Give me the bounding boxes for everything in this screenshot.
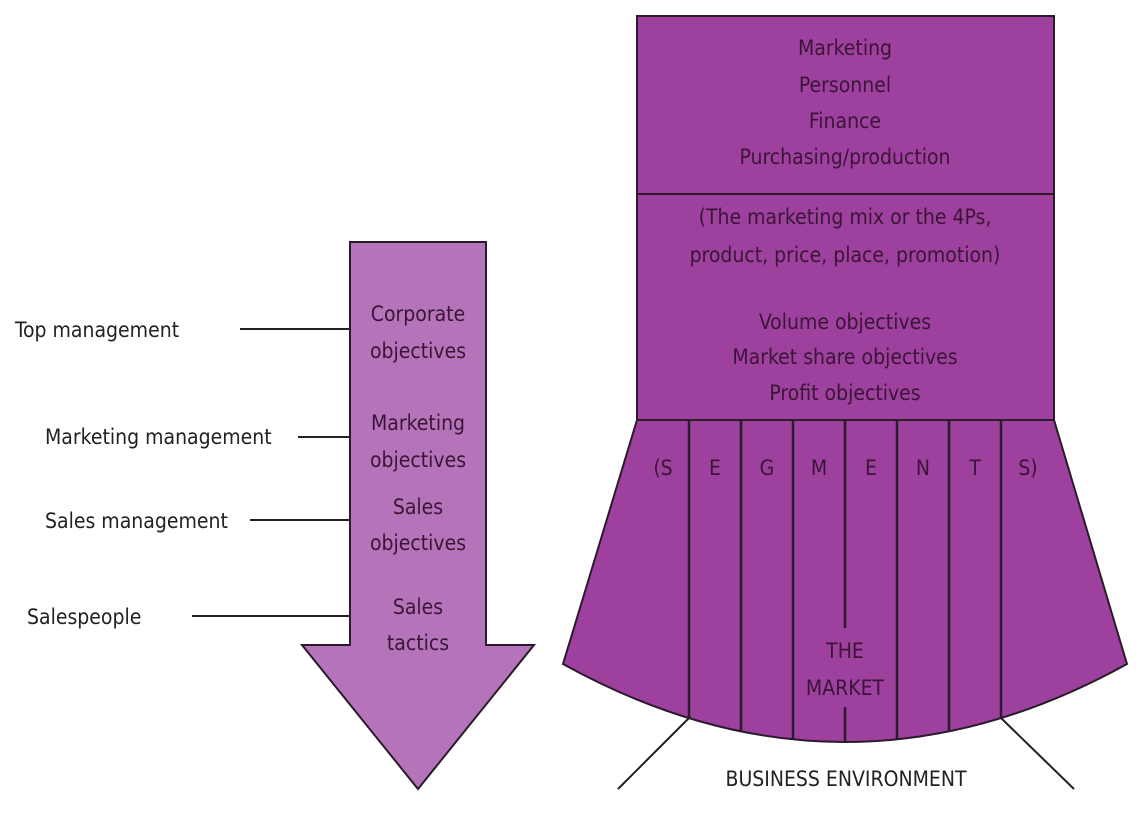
hierarchy-down-arrow [299, 241, 537, 791]
segment-letter: T [968, 456, 981, 480]
arrow-marketing-objectives: objectives [370, 448, 466, 472]
function-marketing: Marketing [798, 36, 892, 60]
mix-line-2: product, price, place, promotion) [690, 243, 1001, 267]
environment-line-right [1000, 717, 1075, 790]
objective-market-share: Market share objectives [732, 345, 957, 369]
segment-letter: (S [653, 456, 672, 480]
arrow-sales-2: Sales [393, 595, 443, 619]
arrow-sales-objectives: objectives [370, 531, 466, 555]
arrow-corporate: Corporate [371, 302, 465, 326]
function-finance: Finance [809, 109, 881, 133]
company-functions-box [636, 15, 1055, 195]
segment-letter: G [760, 456, 775, 480]
function-personnel: Personnel [799, 73, 891, 97]
market-label-market: MARKET [806, 676, 885, 700]
arrow-corporate-objectives: objectives [370, 339, 466, 363]
segment-letter: N [916, 456, 930, 480]
segment-letter: S) [1018, 456, 1037, 480]
arrow-sales-tactics: tactics [387, 631, 449, 655]
segment-letter: M [811, 456, 827, 480]
objective-volume: Volume objectives [759, 310, 931, 334]
label-marketing-management: Marketing management [45, 425, 272, 449]
mix-line-1: (The marketing mix or the 4Ps, [699, 205, 992, 229]
label-salespeople: Salespeople [27, 605, 141, 629]
arrow-sales: Sales [393, 495, 443, 519]
arrow-marketing: Marketing [371, 411, 465, 435]
function-purchasing: Purchasing/production [739, 145, 950, 169]
segment-letter: E [865, 456, 877, 480]
environment-line-left [617, 717, 690, 790]
label-sales-management: Sales management [45, 509, 228, 533]
label-top-management: Top management [14, 318, 179, 342]
market-label-the: THE [825, 639, 864, 663]
segment-letter: E [709, 456, 721, 480]
objective-profit: Profit objectives [769, 381, 920, 405]
marketing-mix-box [636, 193, 1055, 421]
business-environment-label: BUSINESS ENVIRONMENT [726, 767, 967, 791]
